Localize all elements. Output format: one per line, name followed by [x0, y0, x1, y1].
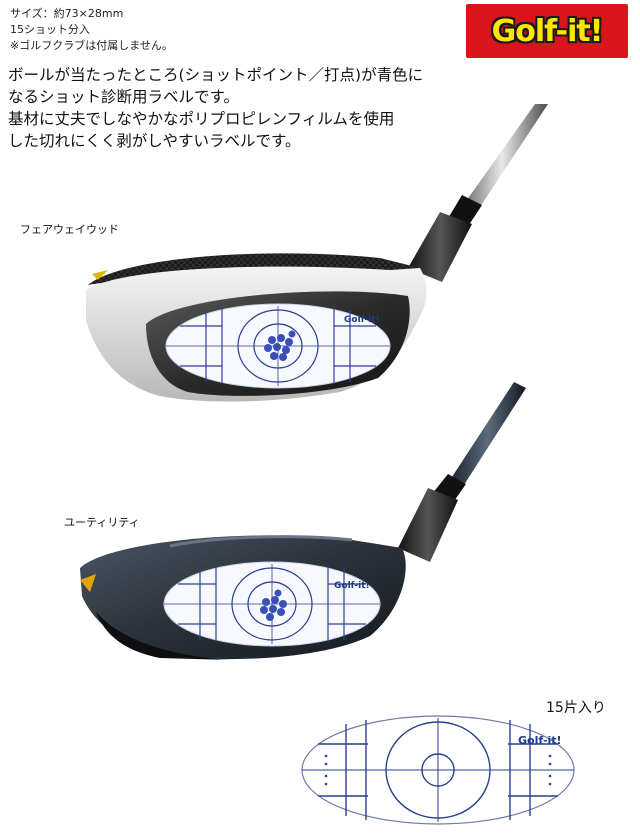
utility-hosel: [398, 488, 458, 562]
golf-it-logo: Golf-it!: [466, 4, 628, 58]
utility-club: Golf-it!: [80, 382, 526, 660]
utility-sole: [96, 612, 230, 660]
utility-impact-marks: [260, 589, 287, 621]
fairway-chevron-mark: [92, 270, 108, 280]
fairway-wood-club: Golf-it!: [86, 104, 548, 402]
utility-impact-label: Golf-it!: [163, 561, 381, 647]
description-line-2: なるショット診断用ラベルです。: [8, 88, 239, 106]
fairway-hosel: [408, 212, 472, 282]
fairway-impact-label: Golf-it!: [165, 303, 391, 389]
utility-crown-stripes: [169, 535, 353, 548]
spec-note: ※ゴルフクラブは付属しません。: [10, 39, 173, 52]
spec-block: サイズ：約73×28mm 15ショット分入 ※ゴルフクラブは付属しません。: [10, 6, 173, 54]
fairway-impact-marks: [264, 330, 296, 361]
description-paragraph-1: ボールが当たったところ(ショットポイント／打点)が青色に なるショット診断用ラベ…: [8, 64, 423, 108]
utility-label-brand: Golf-it!: [334, 581, 370, 591]
logo-text: Golf-it!: [491, 13, 604, 49]
fairway-shaft: [464, 104, 548, 210]
caption-piece-count: 15片入り: [546, 700, 606, 716]
label-sample: Golf-it!: [301, 715, 575, 825]
description-line-1: ボールが当たったところ(ショットポイント／打点)が青色に: [8, 66, 424, 84]
description-line-4: した切れにくく剥がしやすいラベルです。: [8, 132, 301, 150]
caption-utility: ユーティリティ: [64, 516, 140, 529]
caption-fairway-wood: フェアウェイウッド: [20, 223, 119, 236]
sample-label-brand: Golf-it!: [518, 734, 562, 747]
utility-shaft: [450, 382, 526, 488]
description-paragraph-2: 基材に丈夫でしなやかなポリプロピレンフィルムを使用 した切れにくく剥がしやすいラ…: [8, 108, 394, 152]
description-line-3: 基材に丈夫でしなやかなポリプロピレンフィルムを使用: [8, 110, 395, 128]
utility-toe-accent: [80, 574, 96, 592]
spec-size: サイズ：約73×28mm: [10, 7, 124, 20]
spec-shots: 15ショット分入: [10, 23, 90, 36]
fairway-label-brand: Golf-it!: [344, 315, 380, 325]
